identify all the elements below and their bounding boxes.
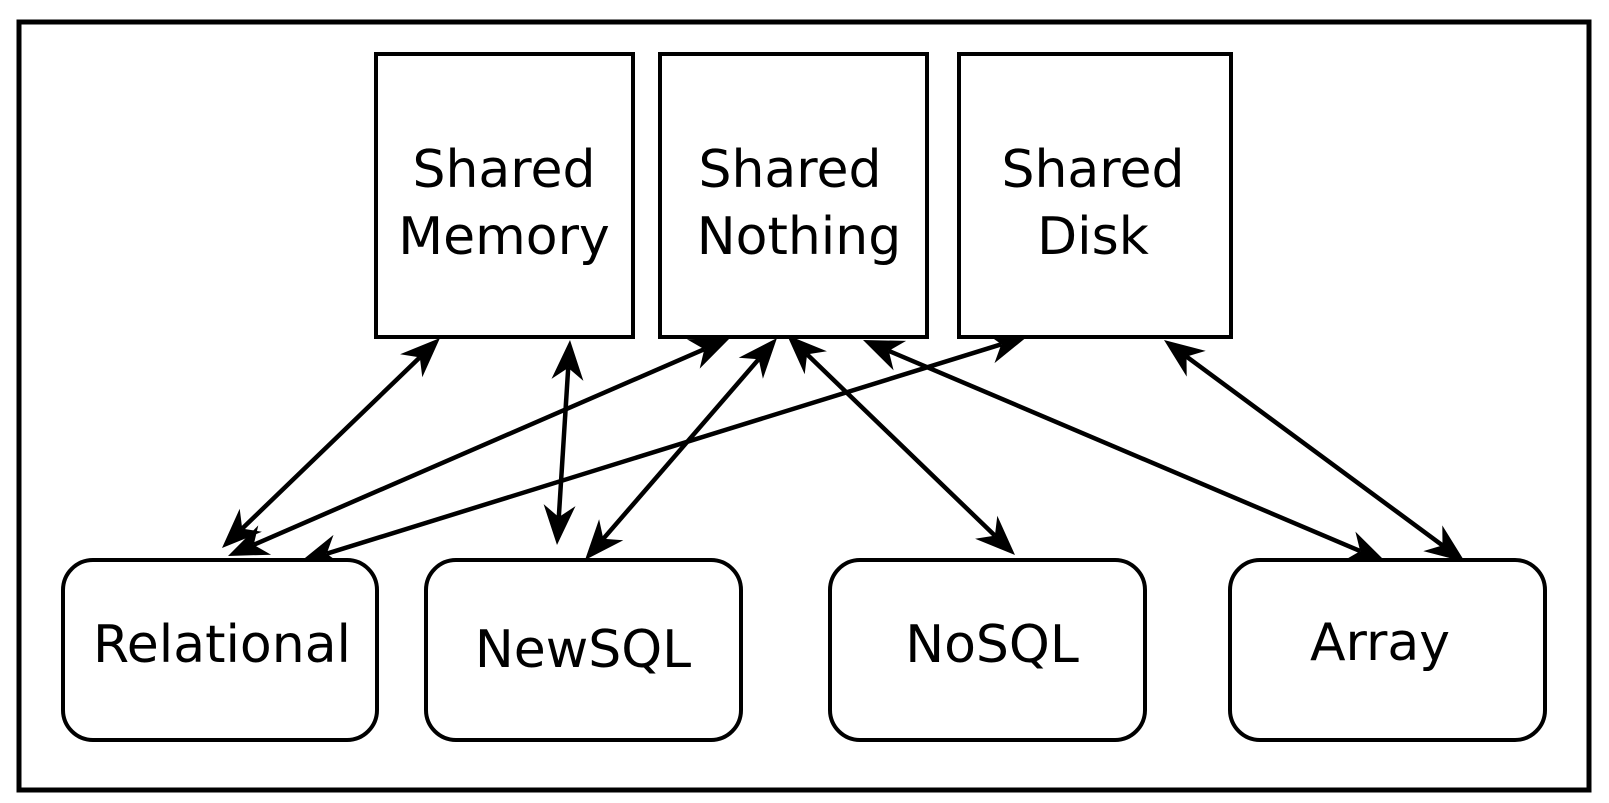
arrow-newsql-shared-nothing xyxy=(585,338,777,560)
box-newsql-label: NewSQL xyxy=(475,620,691,680)
box-nosql: NoSQL xyxy=(828,558,1147,742)
arrowhead-shared-disk xyxy=(985,332,1028,364)
box-newsql: NewSQL xyxy=(424,558,743,742)
box-shared-disk-line1: Shared xyxy=(1001,140,1184,200)
arrowhead-shared-disk xyxy=(1164,340,1206,377)
box-shared-disk: Shared Disk xyxy=(957,52,1233,339)
arrow-array-shared-nothing xyxy=(863,340,1386,562)
box-array: Array xyxy=(1228,558,1547,742)
arrowhead-shared-memory xyxy=(400,338,440,378)
arrowhead-shared-nothing xyxy=(738,338,777,379)
box-shared-memory-line1: Shared xyxy=(412,140,595,200)
arrowhead-nosql xyxy=(975,515,1015,555)
arrow-relational-shared-nothing xyxy=(228,338,730,556)
arrow-relational-shared-disk xyxy=(300,332,1028,566)
edges xyxy=(222,332,1465,566)
box-shared-nothing-line1: Shared xyxy=(698,140,881,200)
arrow-array-shared-disk xyxy=(1164,340,1465,562)
arrowhead-newsql xyxy=(543,504,576,545)
arrowhead-relational xyxy=(300,534,343,566)
box-relational: Relational xyxy=(61,558,379,742)
arrowhead-array xyxy=(1342,531,1386,562)
box-array-label: Array xyxy=(1310,613,1450,673)
arrowhead-newsql xyxy=(585,519,624,560)
arrowhead-shared-nothing xyxy=(863,340,907,371)
arrowhead-relational xyxy=(222,508,262,548)
arrowhead-shared-memory xyxy=(551,340,584,381)
box-shared-nothing: Shared Nothing xyxy=(658,52,929,339)
arrow-nosql-shared-nothing xyxy=(787,335,1015,555)
box-relational-label: Relational xyxy=(93,615,351,675)
arrowhead-shared-nothing xyxy=(787,335,827,375)
arrowhead-relational xyxy=(228,525,272,556)
arrowhead-array xyxy=(1423,525,1465,562)
arrowhead-shared-nothing xyxy=(686,338,730,369)
arrow-relational-shared-memory xyxy=(222,338,440,548)
box-nosql-label: NoSQL xyxy=(905,615,1079,675)
box-shared-memory: Shared Memory xyxy=(374,52,635,339)
box-shared-memory-line2: Memory xyxy=(398,207,609,267)
arrow-newsql-shared-memory xyxy=(543,340,584,545)
box-shared-nothing-line2: Nothing xyxy=(697,207,901,267)
box-shared-disk-line2: Disk xyxy=(1037,207,1149,267)
